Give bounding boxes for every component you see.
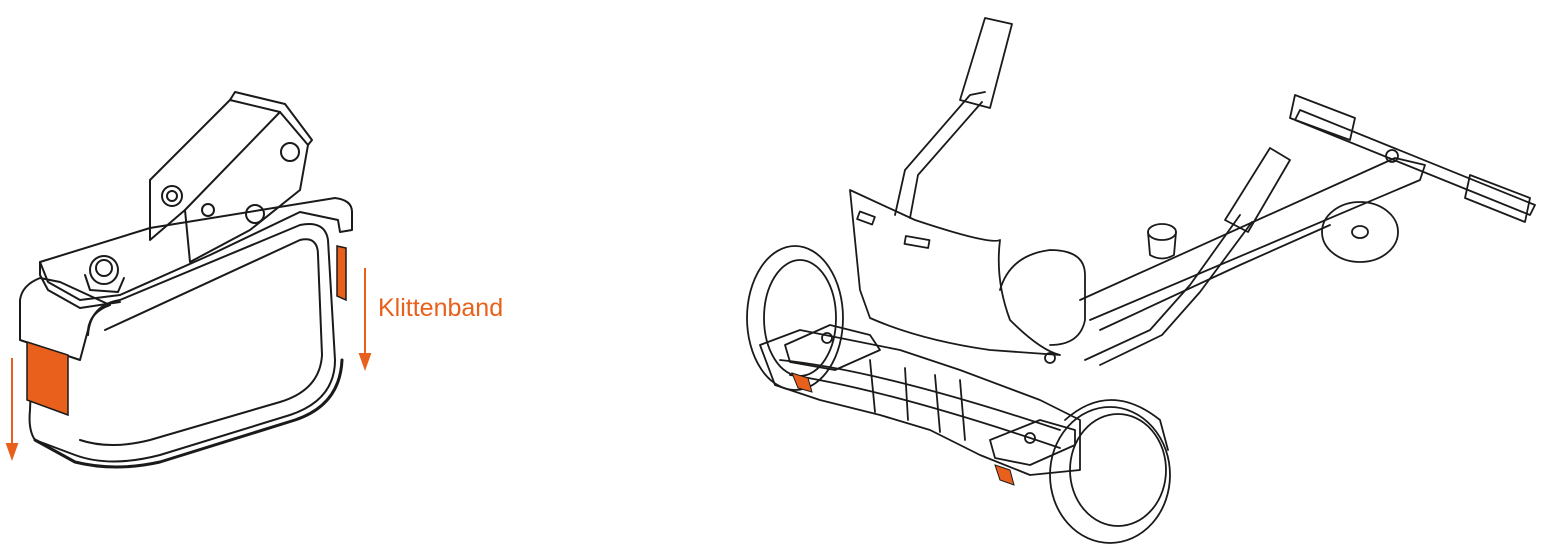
seat-cushion (999, 249, 1086, 346)
plate-nut-base (84, 274, 125, 293)
foot-bracket-right-nut (1024, 432, 1036, 444)
hoverboard-body (759, 329, 1081, 476)
hoverboard-seam-3 (904, 367, 909, 421)
hinge-bolt-1-inner (166, 190, 178, 202)
front-wheel-hub (1351, 225, 1369, 239)
handle-grip-right (1464, 174, 1531, 223)
velcro-strap-right (336, 245, 347, 302)
seat-back (849, 189, 1061, 356)
steering-lever-right-inner (1099, 221, 1253, 366)
foot-bracket-left-nut (821, 332, 833, 344)
hinge-bolt-4 (280, 142, 300, 162)
bracket-top-plate (39, 197, 353, 301)
seat-slot-left (856, 210, 876, 226)
handle-bar (1294, 109, 1536, 216)
strap-tag-left (791, 372, 813, 393)
hoverboard-seam-1 (869, 359, 876, 413)
hinge-ridge (184, 111, 281, 211)
left-wheel (746, 245, 844, 391)
plate-nut (89, 255, 119, 285)
right-wheel-fender (1064, 399, 1169, 451)
hinge-side-plate (229, 91, 313, 146)
seat-slot-right (903, 235, 931, 249)
bracket-detail (19, 91, 353, 469)
hoverboard-curve-1 (779, 359, 1061, 431)
foot-bracket-left (784, 324, 881, 371)
hoverkart-illustration (746, 17, 1536, 544)
strap-label: Klittenband (378, 294, 504, 322)
frame-bar (1079, 157, 1426, 321)
hinge-front-plate (149, 99, 309, 263)
bracket-pad-inner (79, 238, 323, 446)
adjust-knob-body (1147, 231, 1177, 260)
plate-nut-inner (95, 259, 113, 277)
strap-tag-right (994, 464, 1015, 486)
hinge-bolt-1 (161, 185, 183, 207)
bracket-pad (28, 223, 336, 463)
hinge-bolt-2 (201, 203, 215, 217)
front-wheel (1321, 201, 1399, 263)
hinge-bolt-3 (245, 204, 265, 224)
steering-lever-right (1084, 214, 1241, 361)
hoverboard-seam-4 (959, 379, 966, 441)
frame-bar-lower (1099, 224, 1331, 331)
lever-grip-left (959, 17, 1013, 109)
steering-lever-left (894, 91, 986, 216)
right-wheel-rim (1069, 413, 1167, 527)
adjust-knob (1147, 223, 1177, 241)
strap-arrows (5, 268, 372, 461)
left-wheel-rim (763, 259, 837, 377)
seat-bolt (1044, 352, 1056, 364)
handle-center-bolt (1385, 149, 1399, 163)
arrow-left-head (5, 443, 19, 461)
handle-grip-left (1289, 94, 1356, 141)
hoverboard-curve-2 (789, 374, 1061, 449)
foot-bracket-right (989, 419, 1076, 466)
steering-lever-left-inner (909, 101, 983, 219)
hoverboard-seam-2 (934, 374, 941, 433)
bracket-pad-bottom (33, 358, 344, 469)
velcro-strap-left (26, 340, 69, 417)
bracket-plate-edge (39, 261, 121, 309)
right-wheel (1049, 406, 1171, 544)
arrow-right-head (358, 353, 372, 371)
